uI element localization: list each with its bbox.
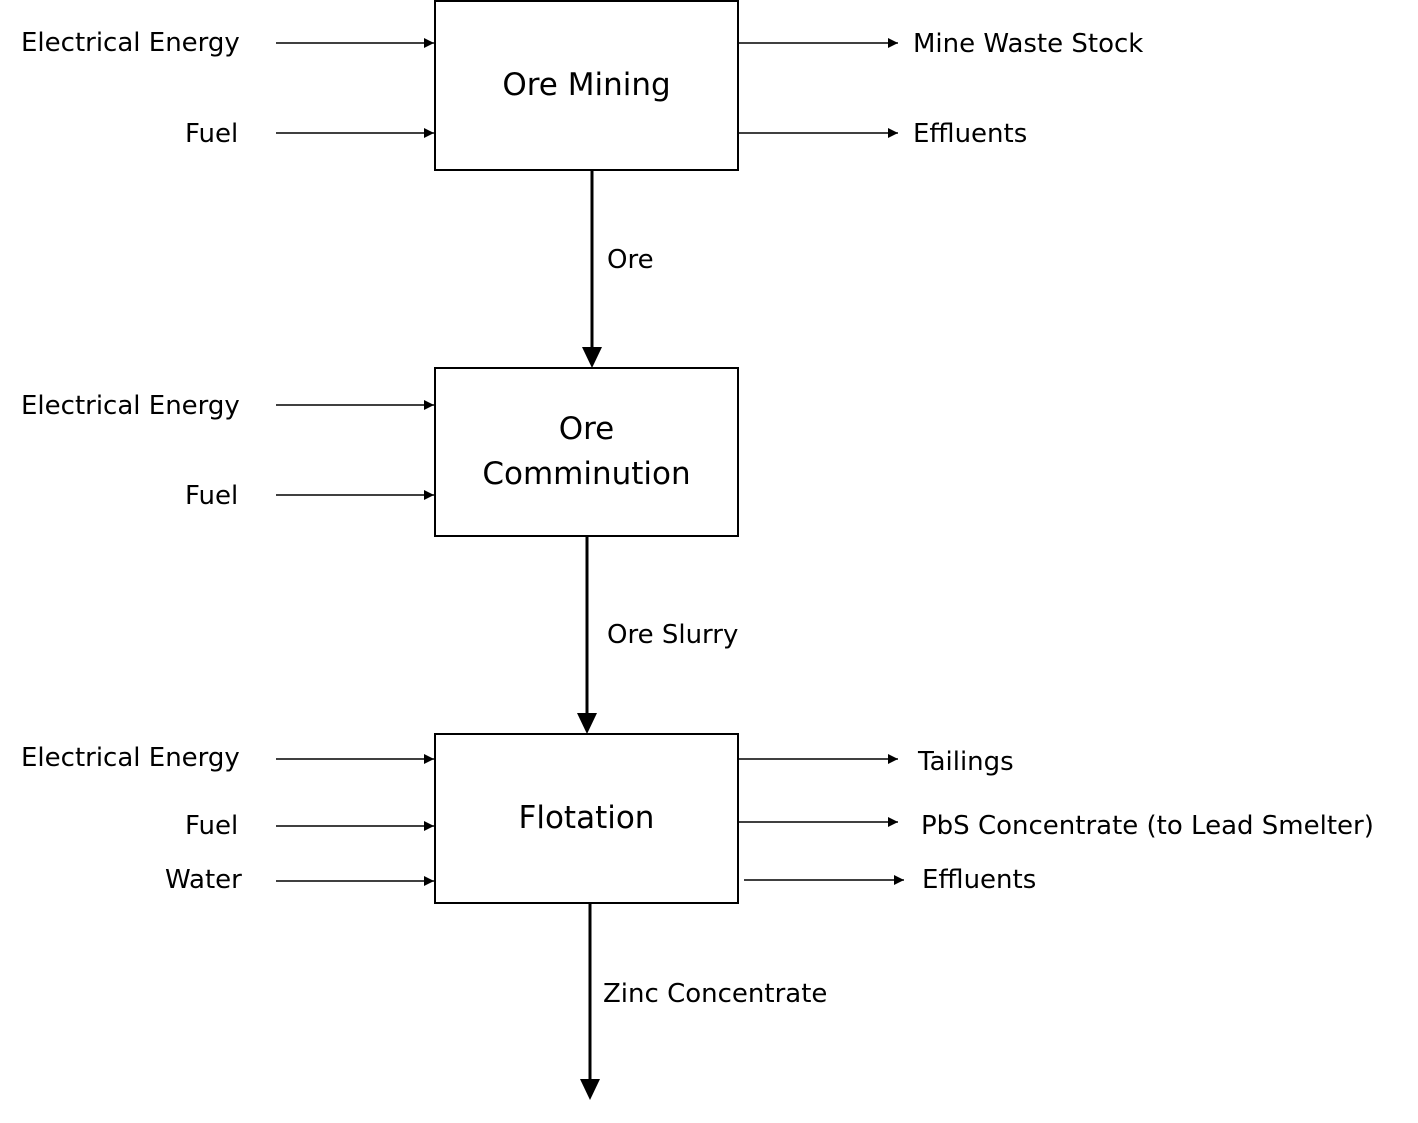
output-flotation-effluents-label: Effluents <box>922 865 1037 895</box>
input-mining-electrical-label: Electrical Energy <box>21 28 240 58</box>
arrow-zinc-concentrate-head <box>580 1079 600 1100</box>
flow-ore-slurry-label: Ore Slurry <box>607 620 739 650</box>
output-flotation-tailings-label: Tailings <box>918 747 1014 777</box>
input-comminution-fuel-label: Fuel <box>185 481 239 511</box>
input-flotation-fuel-label: Fuel <box>185 811 239 841</box>
input-mining-fuel-label: Fuel <box>185 119 239 149</box>
process-ore-comminution-label: Ore Comminution <box>482 407 690 497</box>
process-ore-mining-label: Ore Mining <box>502 67 671 103</box>
input-flotation-water-label: Water <box>165 865 242 895</box>
process-flotation-label: Flotation <box>518 800 655 836</box>
process-ore-mining: Ore Mining <box>434 0 739 171</box>
output-mining-effluents-label: Effluents <box>913 119 1028 149</box>
input-comminution-electrical-label: Electrical Energy <box>21 391 240 421</box>
output-mining-waste-label: Mine Waste Stock <box>913 29 1144 59</box>
output-flotation-pbs-label: PbS Concentrate (to Lead Smelter) <box>921 811 1374 841</box>
input-flotation-electrical-label: Electrical Energy <box>21 743 240 773</box>
flow-ore-label: Ore <box>607 245 654 275</box>
arrow-ore-head <box>582 347 602 368</box>
process-ore-comminution: Ore Comminution <box>434 367 739 537</box>
process-ore-comminution-line2: Comminution <box>482 456 691 492</box>
flow-zinc-concentrate-label: Zinc Concentrate <box>603 979 828 1009</box>
arrow-ore-slurry-head <box>577 713 597 734</box>
process-ore-comminution-line1: Ore <box>558 411 615 447</box>
process-flotation: Flotation <box>434 733 739 904</box>
